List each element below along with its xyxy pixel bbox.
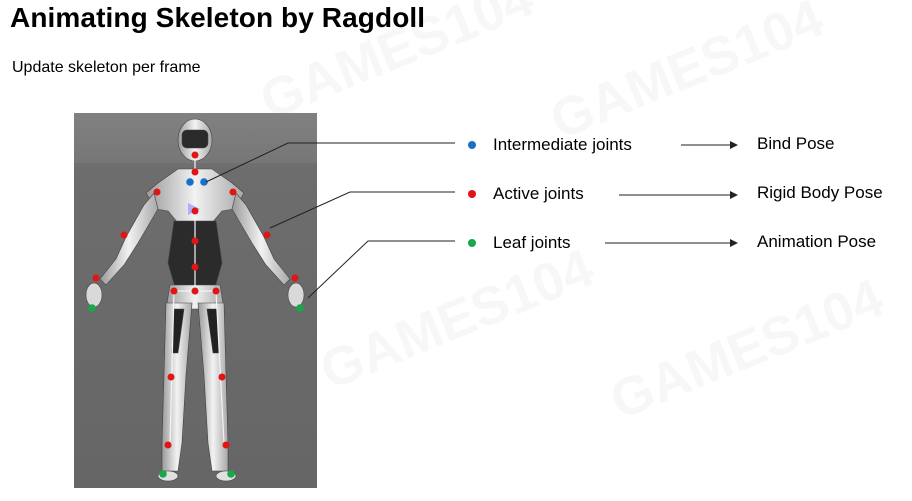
- joint-right-hand: [296, 304, 304, 312]
- red-dot-icon: [468, 190, 476, 198]
- joint-left-hand: [88, 304, 96, 312]
- joint-neck: [191, 168, 199, 176]
- legend-label-leaf: Leaf joints: [493, 233, 571, 252]
- watermark-text-3: GAMES104: [312, 238, 602, 402]
- legend-row-intermediate: Intermediate joints: [468, 133, 632, 157]
- target-animation-pose: Animation Pose: [757, 232, 877, 251]
- joint-left-wrist: [92, 274, 100, 282]
- watermark-text-4: GAMES104: [602, 268, 892, 432]
- joint-left-foot: [159, 470, 167, 478]
- ragdoll-skeleton-image: [74, 113, 317, 488]
- joint-left-ankle: [164, 441, 172, 449]
- joint-right-hip: [212, 287, 220, 295]
- joint-abdomen: [191, 263, 199, 271]
- target-rigid-body-pose: Rigid Body Pose: [757, 183, 883, 202]
- joint-right-elbow: [263, 231, 271, 239]
- legend-row-active: Active joints: [468, 182, 584, 206]
- joint-right-ankle: [222, 441, 230, 449]
- joint-pelvis: [191, 287, 199, 295]
- joint-left-hip: [170, 287, 178, 295]
- target-bind-pose: Bind Pose: [757, 134, 835, 153]
- legend-label-intermediate: Intermediate joints: [493, 135, 632, 154]
- joint-head: [191, 151, 199, 159]
- legend-row-leaf: Leaf joints: [468, 231, 571, 255]
- joint-left-shoulder: [153, 188, 161, 196]
- joint-left-knee: [167, 373, 175, 381]
- joint-left-elbow: [120, 231, 128, 239]
- legend-label-active: Active joints: [493, 184, 584, 203]
- joint-chest: [191, 207, 199, 215]
- joint-left-clavicle: [186, 178, 194, 186]
- joint-right-wrist: [291, 274, 299, 282]
- joint-right-clavicle: [200, 178, 208, 186]
- slide-title: Animating Skeleton by Ragdoll: [10, 2, 426, 33]
- green-dot-icon: [468, 239, 476, 247]
- watermark-text-2: GAMES104: [542, 0, 832, 151]
- joint-right-foot: [227, 470, 235, 478]
- joint-spine: [191, 237, 199, 245]
- slide-subtitle: Update skeleton per frame: [12, 59, 201, 76]
- blue-dot-icon: [468, 141, 476, 149]
- connector-leaf: [307, 240, 455, 299]
- joint-right-knee: [218, 373, 226, 381]
- joint-right-shoulder: [229, 188, 237, 196]
